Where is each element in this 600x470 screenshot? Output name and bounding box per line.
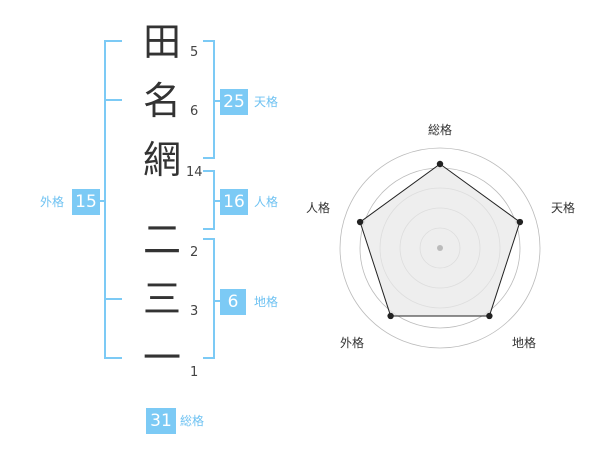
- stroke-count-1: 5: [190, 45, 199, 60]
- radar-point: [356, 218, 364, 226]
- soukaku-value: 31: [146, 408, 176, 434]
- name-char-6: 一: [142, 336, 181, 380]
- jinkaku-value: 16: [220, 189, 248, 215]
- jinkaku-label: 人格: [254, 195, 279, 209]
- name-char-3: 網: [142, 138, 181, 182]
- radar-center-dot: [437, 245, 443, 251]
- name-char-4: 二: [142, 218, 181, 262]
- chikaku-value: 6: [220, 289, 246, 315]
- radar-point: [486, 312, 493, 320]
- tenkaku-value: 25: [220, 89, 248, 115]
- radar-axis-label-jinkaku: 人格: [305, 201, 330, 215]
- soukaku-label: 総格: [180, 414, 205, 428]
- radar-point: [516, 218, 524, 226]
- stroke-count-2: 6: [190, 104, 199, 119]
- name-char-1: 田: [142, 20, 181, 64]
- radar-axis-label-chikaku: 地格: [511, 336, 536, 350]
- radar-point: [436, 160, 444, 168]
- chikaku-label: 地格: [254, 295, 279, 309]
- stroke-count-6: 1: [190, 365, 199, 380]
- stroke-count-4: 2: [190, 245, 199, 260]
- gaikaku-label: 外格: [40, 195, 65, 209]
- radar-axis-label-soukaku: 総格: [427, 123, 452, 137]
- name-char-2: 名: [142, 79, 181, 123]
- radar-axis-label-gaikaku: 外格: [339, 336, 364, 350]
- stroke-count-5: 3: [190, 304, 199, 319]
- radar-axis-label-tenkaku: 天格: [550, 201, 575, 215]
- stroke-count-3: 14: [186, 165, 203, 180]
- tenkaku-label: 天格: [254, 95, 279, 109]
- radar-grid-ring: [339, 147, 541, 349]
- radar-point: [387, 312, 394, 320]
- name-char-5: 三: [142, 277, 181, 321]
- radar-series-polygon: [359, 163, 521, 317]
- gaikaku-value: 15: [72, 189, 100, 215]
